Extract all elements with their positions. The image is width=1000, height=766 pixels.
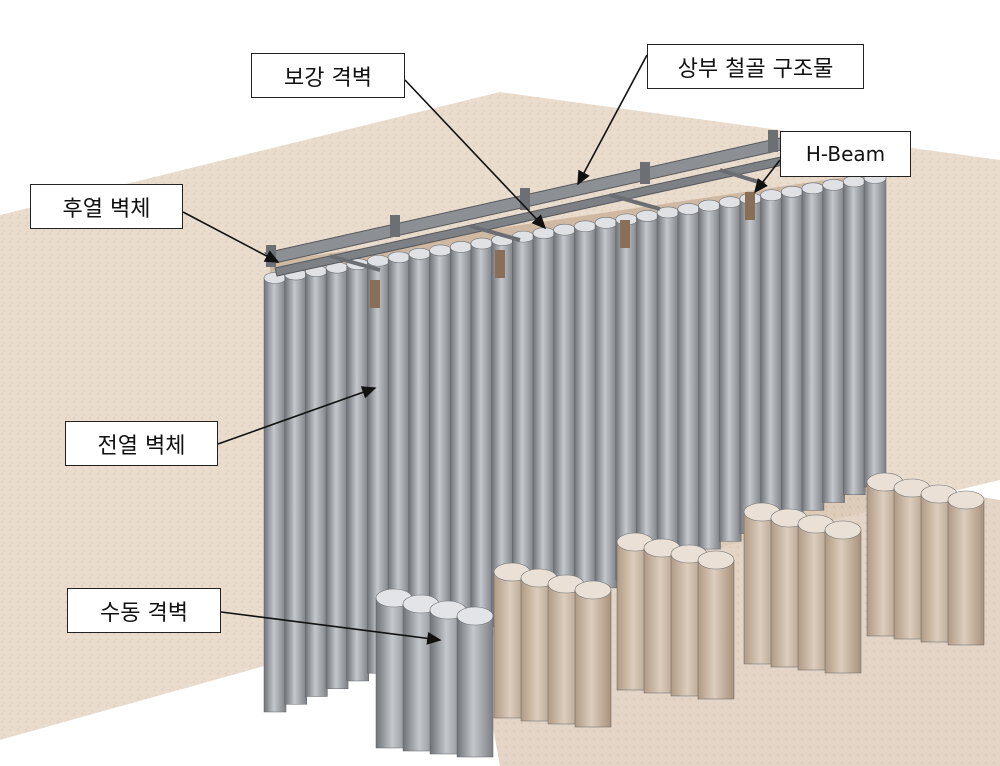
pile bbox=[574, 226, 597, 596]
pile bbox=[739, 198, 763, 534]
buttress-piles bbox=[375, 472, 985, 758]
pile-top bbox=[824, 520, 862, 540]
pile bbox=[594, 222, 618, 589]
pile-top bbox=[367, 254, 390, 267]
pile-top bbox=[656, 206, 680, 219]
pile-top bbox=[677, 203, 701, 215]
pile bbox=[553, 229, 576, 604]
pile bbox=[429, 250, 452, 651]
pile bbox=[677, 208, 701, 558]
pile-top bbox=[553, 223, 576, 236]
pile bbox=[824, 529, 862, 674]
pile bbox=[636, 215, 659, 573]
label-bracing-wall: 보강 격벽 bbox=[251, 53, 405, 98]
pile bbox=[801, 188, 825, 511]
pile bbox=[574, 589, 612, 728]
pile-top bbox=[429, 244, 452, 257]
pile bbox=[863, 177, 887, 488]
pile bbox=[284, 274, 307, 705]
pile bbox=[656, 212, 680, 565]
pile-top bbox=[408, 248, 432, 260]
pile bbox=[263, 277, 287, 713]
pile-top bbox=[574, 580, 612, 600]
label-h-beam: H-Beam bbox=[780, 131, 911, 177]
pile-top bbox=[760, 189, 783, 202]
pile bbox=[346, 263, 370, 682]
pile-top bbox=[636, 210, 659, 222]
pile bbox=[843, 181, 866, 496]
pile-top bbox=[387, 251, 411, 264]
pile-top bbox=[470, 237, 494, 250]
pile bbox=[449, 246, 473, 643]
pile-top bbox=[594, 217, 618, 229]
pile-top bbox=[574, 220, 597, 233]
label-buttress-wall: 수동 격벽 bbox=[67, 588, 221, 633]
pile-top bbox=[843, 175, 866, 188]
pile-top bbox=[697, 550, 735, 570]
front-wall-piles bbox=[263, 172, 887, 713]
pile bbox=[305, 270, 328, 697]
leader-lines bbox=[182, 54, 781, 645]
pile-top bbox=[801, 182, 825, 195]
pile-top bbox=[718, 196, 742, 208]
pile bbox=[780, 191, 804, 519]
pile bbox=[512, 236, 535, 620]
label-upper-steel: 상부 철골 구조물 bbox=[647, 44, 864, 89]
pile bbox=[947, 499, 985, 646]
pile bbox=[456, 615, 494, 758]
pile bbox=[698, 205, 721, 550]
pile bbox=[697, 559, 735, 700]
label-rear-wall: 후열 벽체 bbox=[30, 184, 183, 229]
pile bbox=[615, 219, 638, 581]
h-beam-posts bbox=[370, 192, 755, 308]
pile bbox=[532, 232, 556, 612]
pile-top bbox=[698, 199, 721, 212]
pile-top bbox=[947, 490, 985, 510]
pile bbox=[822, 184, 845, 503]
label-front-wall: 전열 벽체 bbox=[65, 421, 218, 466]
pile bbox=[760, 194, 783, 527]
pile bbox=[718, 201, 742, 542]
pile-top bbox=[532, 227, 556, 239]
pile bbox=[470, 243, 494, 635]
pile-top bbox=[456, 606, 494, 626]
pile-top bbox=[449, 241, 473, 253]
pile-top bbox=[780, 185, 804, 198]
pile-top bbox=[822, 179, 845, 191]
